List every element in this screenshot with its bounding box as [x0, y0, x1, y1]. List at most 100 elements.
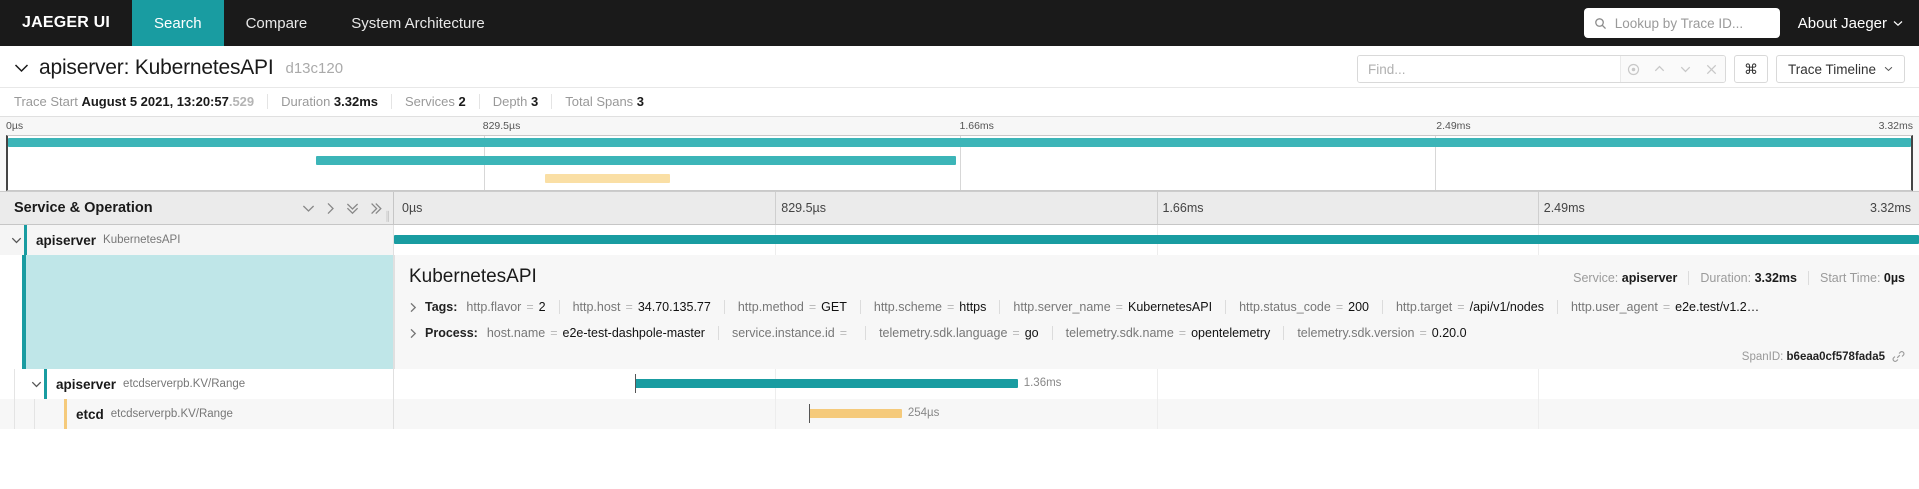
equals-sign: =	[1012, 326, 1020, 340]
jaeger-logo[interactable]: JAEGER UI	[22, 14, 111, 31]
trace-id-lookup[interactable]: Lookup by Trace ID...	[1583, 8, 1780, 38]
span-start-marker	[634, 374, 636, 393]
minimap-body[interactable]	[6, 135, 1913, 191]
tag-key: http.flavor	[466, 300, 522, 314]
meta-total-spans: Total Spans 3	[565, 94, 645, 109]
process-item: telemetry.sdk.name=opentelemetry	[1053, 326, 1285, 340]
timeline-gridline	[775, 192, 777, 224]
tag-item: http.flavor=2	[466, 300, 560, 314]
minimap-span-bar	[316, 156, 956, 165]
equals-sign: =	[625, 300, 633, 314]
equals-sign: =	[1178, 326, 1187, 340]
chevron-down-icon[interactable]	[14, 63, 29, 73]
tag-item: http.scheme=https	[861, 300, 1001, 314]
chevron-right-icon[interactable]	[409, 302, 425, 313]
process-row[interactable]: Process:host.name=e2e-test-dashpole-mast…	[409, 326, 1905, 340]
link-icon[interactable]	[1892, 350, 1905, 363]
nav-item-search[interactable]: Search	[132, 0, 224, 46]
span-color-bar	[24, 225, 27, 255]
keyboard-shortcuts-button[interactable]: ⌘	[1733, 55, 1768, 83]
span-row-bar-area[interactable]: 254µs	[394, 399, 1919, 429]
span-id-label: SpanID: b6eaa0cf578fada5	[1741, 350, 1885, 363]
nav-item-system-architecture[interactable]: System Architecture	[351, 14, 485, 32]
minimap-tick: 829.5µs	[482, 120, 521, 132]
tag-item: http.user_agent=e2e.test/v1.2…	[1558, 300, 1772, 314]
minimap-span-bar	[544, 174, 671, 183]
timeline-tick: 2.49ms	[1543, 201, 1585, 215]
page-title: apiserver: KubernetesAPI	[39, 56, 274, 79]
column-resize-handle[interactable]: ║	[384, 211, 391, 221]
tag-key: http.scheme	[873, 300, 942, 314]
process-item: telemetry.sdk.language = go	[866, 326, 1053, 340]
about-jaeger-menu[interactable]: About Jaeger	[1798, 15, 1903, 32]
span-row-bar-area[interactable]	[394, 225, 1919, 255]
span-duration-bar[interactable]	[634, 379, 1018, 388]
tag-key: http.target	[1395, 300, 1453, 314]
chevron-down-icon[interactable]	[8, 236, 24, 244]
tag-value: 200	[1348, 300, 1369, 314]
span-duration-label: 1.36ms	[1023, 377, 1062, 389]
clear-find-icon[interactable]	[1699, 56, 1725, 82]
find-next-icon[interactable]	[1673, 56, 1699, 82]
span-operation-name: etcdserverpb.KV/Range	[123, 378, 246, 390]
span-operation-name: etcdserverpb.KV/Range	[110, 408, 233, 420]
chevron-right-icon[interactable]	[326, 202, 335, 215]
chevron-down-icon[interactable]	[302, 204, 315, 213]
timeline-tick: 829.5µs	[781, 201, 826, 215]
trace-header: apiserver: KubernetesAPI d13c120	[0, 46, 1919, 88]
meta-depth: Depth 3	[493, 94, 553, 109]
find-input[interactable]	[1357, 56, 1620, 82]
meta-duration: Duration 3.32ms	[281, 94, 392, 109]
tag-item: http.target=/api/v1/nodes	[1383, 300, 1558, 314]
double-chevron-down-icon[interactable]	[346, 202, 359, 215]
minimap-span-bar	[8, 138, 1911, 147]
focus-target-icon[interactable]	[1621, 56, 1647, 82]
process-value: go	[1024, 326, 1039, 340]
process-key: telemetry.sdk.language	[879, 326, 1008, 340]
process-key: telemetry.sdk.version	[1297, 326, 1415, 340]
timeline-tick: 1.66ms	[1162, 201, 1204, 215]
chevron-down-icon[interactable]	[28, 380, 44, 388]
chevron-right-icon[interactable]	[409, 328, 425, 339]
process-item: telemetry.sdk.version=0.20.0	[1284, 326, 1479, 340]
depth-rail	[14, 399, 15, 429]
process-value: e2e-test-dashpole-master	[562, 326, 705, 340]
tag-item: http.server_name=KubernetesAPI	[1000, 300, 1227, 314]
span-operation-name: KubernetesAPI	[103, 234, 181, 246]
equals-sign: =	[839, 326, 848, 340]
equals-sign: =	[1662, 300, 1671, 314]
tag-value: 2	[538, 300, 546, 314]
detail-gutter-pad	[0, 255, 22, 369]
span-duration-bar[interactable]	[394, 235, 1919, 244]
top-navigation-bar: JAEGER UI Search Compare System Architectu…	[0, 0, 1919, 46]
expand-collapse-controls	[302, 202, 383, 215]
span-duration-bar[interactable]	[808, 409, 902, 418]
about-jaeger-label: About Jaeger	[1797, 14, 1887, 32]
tag-value: KubernetesAPI	[1127, 300, 1213, 314]
find-prev-icon[interactable]	[1647, 56, 1673, 82]
tag-key: http.user_agent	[1570, 300, 1658, 314]
view-mode-dropdown[interactable]: Trace Timeline	[1775, 55, 1905, 83]
equals-sign: =	[808, 300, 817, 314]
equals-sign: =	[1335, 300, 1344, 314]
double-chevron-right-icon[interactable]	[370, 202, 383, 215]
span-color-bar	[44, 369, 47, 399]
trace-header-tools: ⌘ Trace Timeline	[1356, 55, 1905, 83]
timeline-gridline	[1537, 369, 1539, 399]
tag-item: http.host=34.70.135.77	[560, 300, 725, 314]
span-row-bar-area[interactable]: 1.36ms	[394, 369, 1919, 399]
nav-item-compare[interactable]: Compare	[245, 14, 308, 32]
